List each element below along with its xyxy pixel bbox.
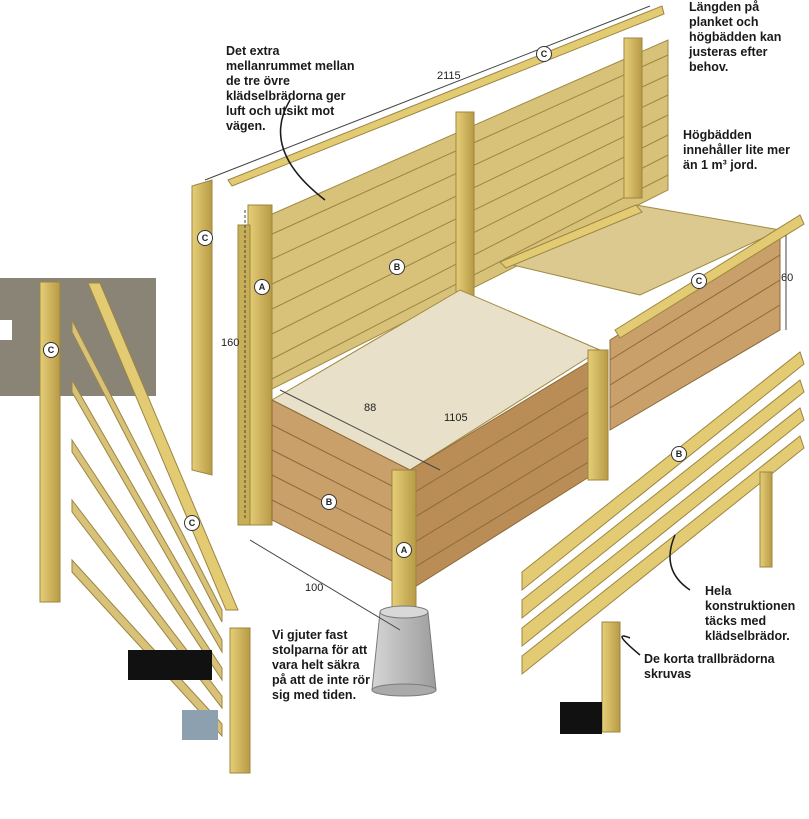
length-note: Längden på planket och högbädden kan jus… [689,0,782,74]
part-label-c: C [536,46,552,62]
loose-post-c-left [39,281,61,603]
part-label-c: C [197,230,213,246]
top-cap-board [227,5,665,187]
part-label-b: B [389,259,405,275]
dimension-lines [204,5,787,631]
loose-post-c [191,179,213,476]
back-post [455,111,475,303]
volume-note: Högbädden innehåller lite mer än 1 m³ jo… [683,128,790,172]
dim-depth: 100 [305,582,324,594]
cladding-boards [521,351,805,676]
part-label-c: C [43,342,59,358]
dim-length: 2115 [437,70,461,82]
part-label-c: C [184,515,200,531]
part-label-b: B [321,494,337,510]
gap-note: Det extra mellanrummet mellan de tre övr… [226,44,355,133]
dim-height: 160 [221,337,240,349]
part-label-c: C [691,273,707,289]
cover-note: Hela konstruktionen täcks med klädselbrä… [705,584,796,643]
back-post [623,37,643,199]
part-label-a: A [254,279,270,295]
part-label-a: A [396,542,412,558]
part-label-b: B [671,446,687,462]
dim-bed-width: 88 [364,402,377,414]
posts-note: Vi gjuter fast stolparna för att vara he… [272,628,370,702]
dim-bed-length: 1105 [444,412,468,424]
concrete-footing [371,611,437,691]
raised-bed [270,204,805,591]
screw-note: De korta trallbrädorna skruvas [644,652,775,681]
annotation-arrows [279,99,691,656]
post-a-left [247,204,273,526]
dim-bed-height: 60 [781,272,794,284]
